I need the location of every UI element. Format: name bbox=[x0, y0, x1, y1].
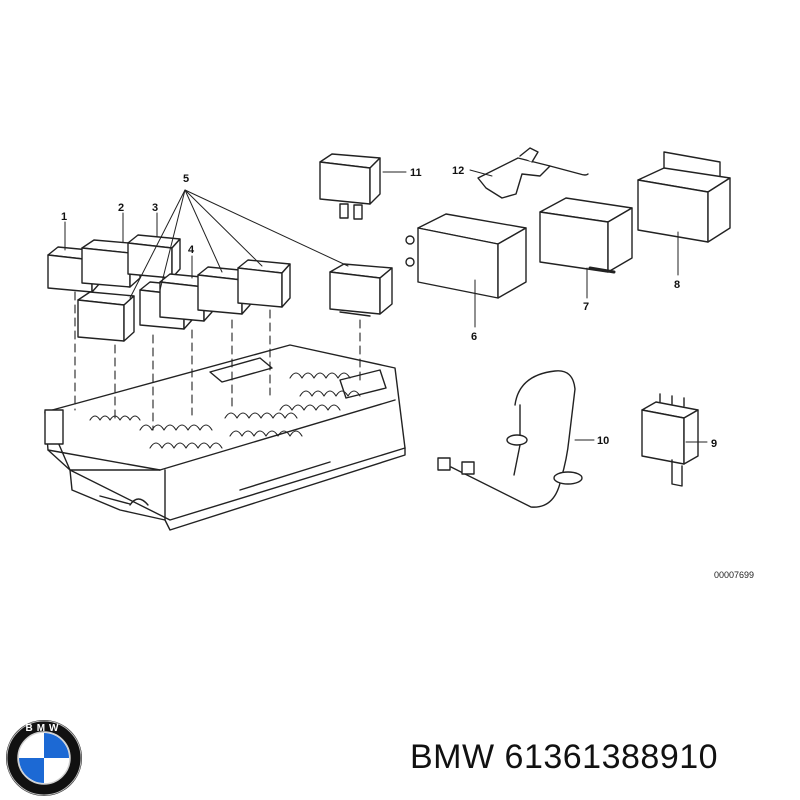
callout-12: 12 bbox=[452, 165, 464, 177]
relay-5a bbox=[77, 291, 135, 342]
relay-6 bbox=[405, 213, 527, 299]
diagram-reference-code: 00007699 bbox=[714, 570, 754, 580]
relay-7 bbox=[539, 197, 633, 274]
brand-name: BMW bbox=[410, 738, 495, 776]
callout-10: 10 bbox=[597, 435, 609, 447]
relay-5e bbox=[329, 263, 393, 317]
relay-8 bbox=[637, 151, 731, 243]
callout-11: 11 bbox=[410, 167, 422, 179]
callout-labels: 1 2 3 4 5 6 7 8 9 10 11 12 bbox=[61, 165, 717, 450]
callout-3: 3 bbox=[152, 202, 158, 214]
leader-lines bbox=[64, 169, 708, 443]
part-number: 61361388910 bbox=[504, 738, 719, 776]
relay-11 bbox=[319, 153, 381, 220]
relay-5d bbox=[237, 259, 291, 308]
callout-7: 7 bbox=[583, 301, 589, 313]
sensor-wire-10 bbox=[437, 370, 583, 508]
alignment-lines bbox=[74, 291, 361, 431]
relay-3 bbox=[127, 234, 181, 279]
callout-8: 8 bbox=[674, 279, 680, 291]
relay-bracket-12 bbox=[477, 147, 589, 199]
callout-5: 5 bbox=[183, 173, 189, 185]
callout-4: 4 bbox=[188, 244, 195, 256]
relay-9 bbox=[641, 393, 699, 487]
part-caption: BMW 61361388910 bbox=[410, 738, 718, 777]
callout-9: 9 bbox=[711, 438, 717, 450]
bmw-roundel-icon: BMW bbox=[6, 720, 82, 796]
callout-1: 1 bbox=[61, 211, 67, 223]
bmw-logo-letters: BMW bbox=[26, 723, 63, 734]
relay-box-housing bbox=[44, 344, 406, 531]
callout-6: 6 bbox=[471, 331, 477, 343]
callout-2: 2 bbox=[118, 202, 124, 214]
